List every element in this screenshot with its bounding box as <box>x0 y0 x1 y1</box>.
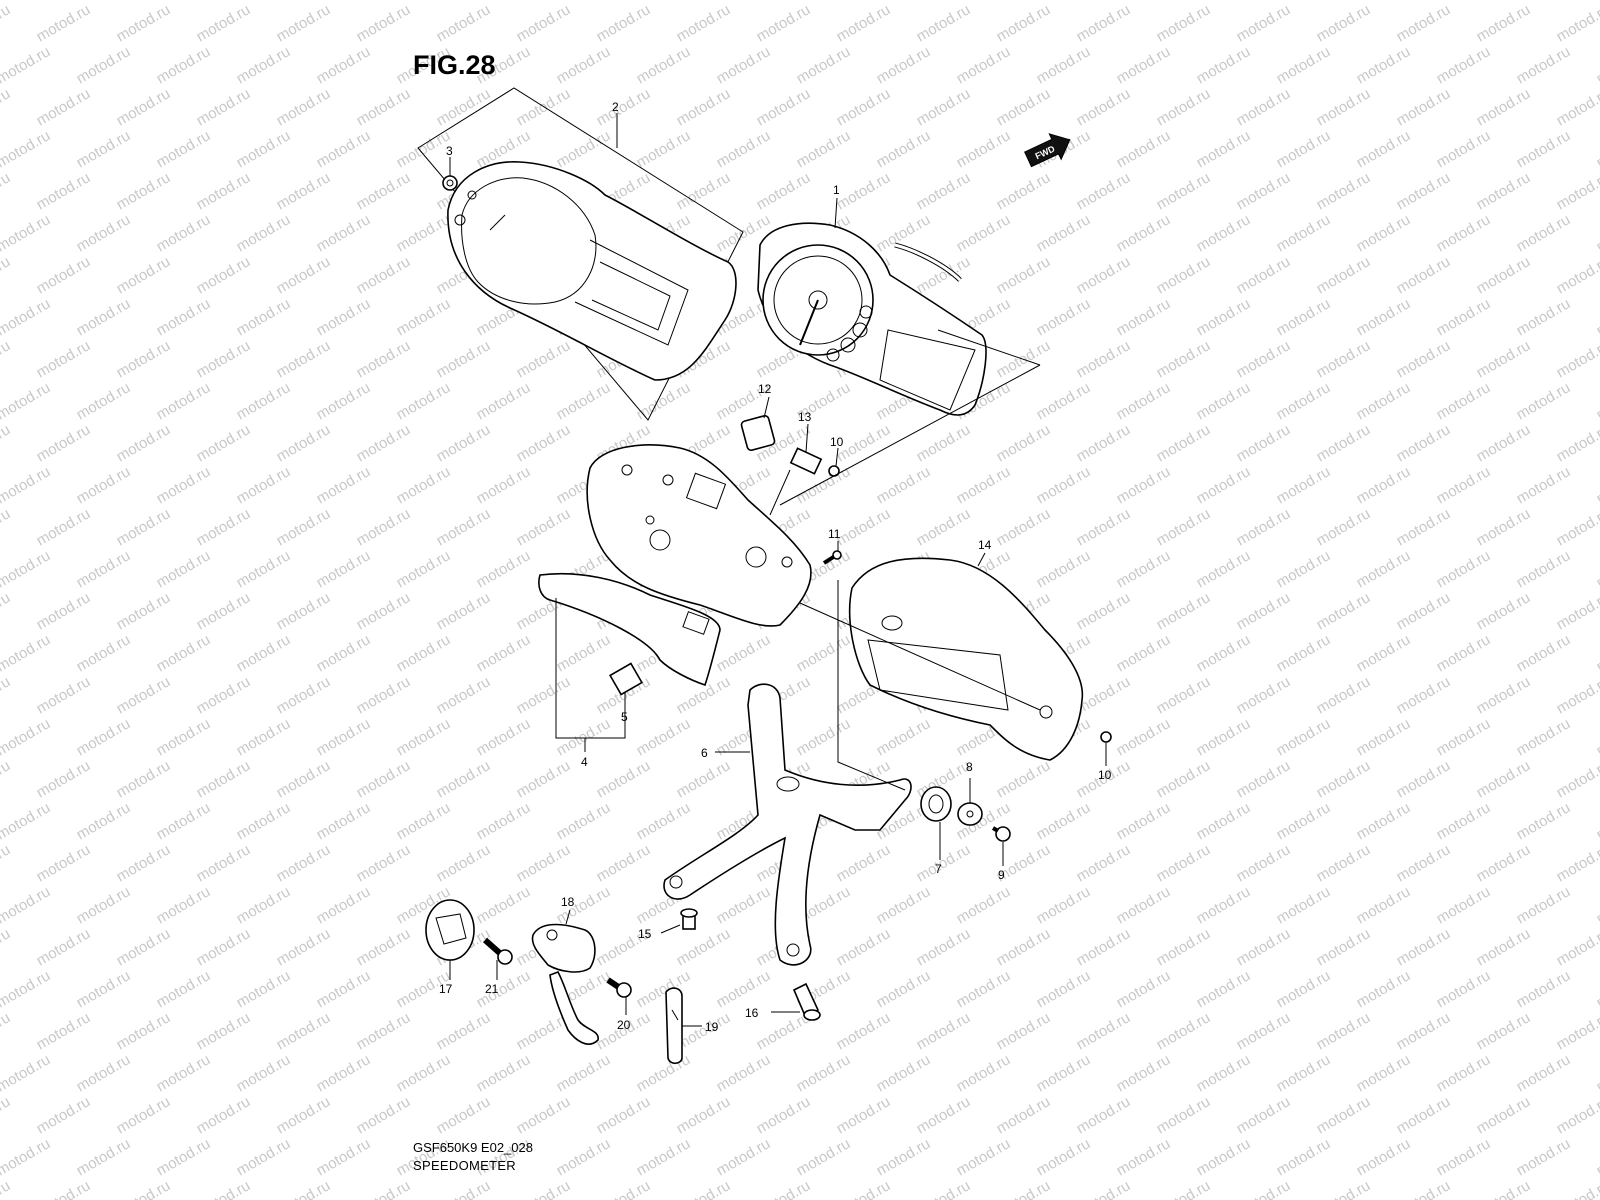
callout-12: 12 <box>758 382 772 396</box>
callout-19: 19 <box>705 1020 719 1034</box>
grommet-part <box>442 175 458 191</box>
callout-18: 18 <box>561 895 575 909</box>
callout-15: 15 <box>638 927 652 941</box>
plate-17-part <box>425 899 475 961</box>
bolt-16-part <box>792 982 821 1021</box>
sensor-part <box>531 923 599 1045</box>
bolt-9-part <box>991 826 1011 842</box>
figure-title: FIG.28 <box>413 50 496 80</box>
callout-16: 16 <box>745 1006 759 1020</box>
diagram-code: GSF650K9 E02_028 <box>413 1140 533 1155</box>
washer-part <box>957 802 983 826</box>
callout-11: 11 <box>828 527 841 541</box>
callout-21: 21 <box>485 982 499 996</box>
bracket-part <box>663 683 912 966</box>
bolt-21-part <box>483 937 513 965</box>
callout-2: 2 <box>612 100 619 114</box>
screw-11-part <box>822 550 842 565</box>
label-pad-part <box>609 662 643 696</box>
callout-6: 6 <box>701 746 708 760</box>
meter-visor-part <box>848 557 1084 761</box>
meter-assembly-part <box>757 222 987 416</box>
meter-case-part <box>538 444 812 687</box>
callout-7: 7 <box>935 862 942 876</box>
screw-lower-part <box>1100 731 1112 743</box>
strap-part <box>665 987 683 1065</box>
leader-lines <box>449 113 1107 1027</box>
callout-20: 20 <box>617 1018 631 1032</box>
cushion-part <box>740 414 776 452</box>
callout-9: 9 <box>998 868 1005 882</box>
fwd-arrow-icon: FWD <box>1024 133 1071 168</box>
clamp-part <box>789 447 823 475</box>
callout-14: 14 <box>978 538 992 552</box>
callout-13: 13 <box>798 410 812 424</box>
bolt-20-part <box>606 977 632 998</box>
callout-labels: 1 2 3 4 5 6 7 8 9 10 10 11 12 13 14 15 1… <box>439 100 1112 1034</box>
bolt-15-part <box>680 908 698 930</box>
callout-10-upper: 10 <box>830 435 844 449</box>
callout-5: 5 <box>621 710 628 724</box>
callout-10-lower: 10 <box>1098 768 1112 782</box>
grommet-7-part <box>920 786 952 822</box>
meter-cover-part <box>447 161 737 381</box>
callout-3: 3 <box>446 144 453 158</box>
callout-1: 1 <box>833 183 840 197</box>
callout-17: 17 <box>439 982 453 996</box>
diagram-name: SPEEDOMETER <box>413 1158 516 1173</box>
callout-8: 8 <box>966 760 973 774</box>
callout-4: 4 <box>581 755 588 769</box>
